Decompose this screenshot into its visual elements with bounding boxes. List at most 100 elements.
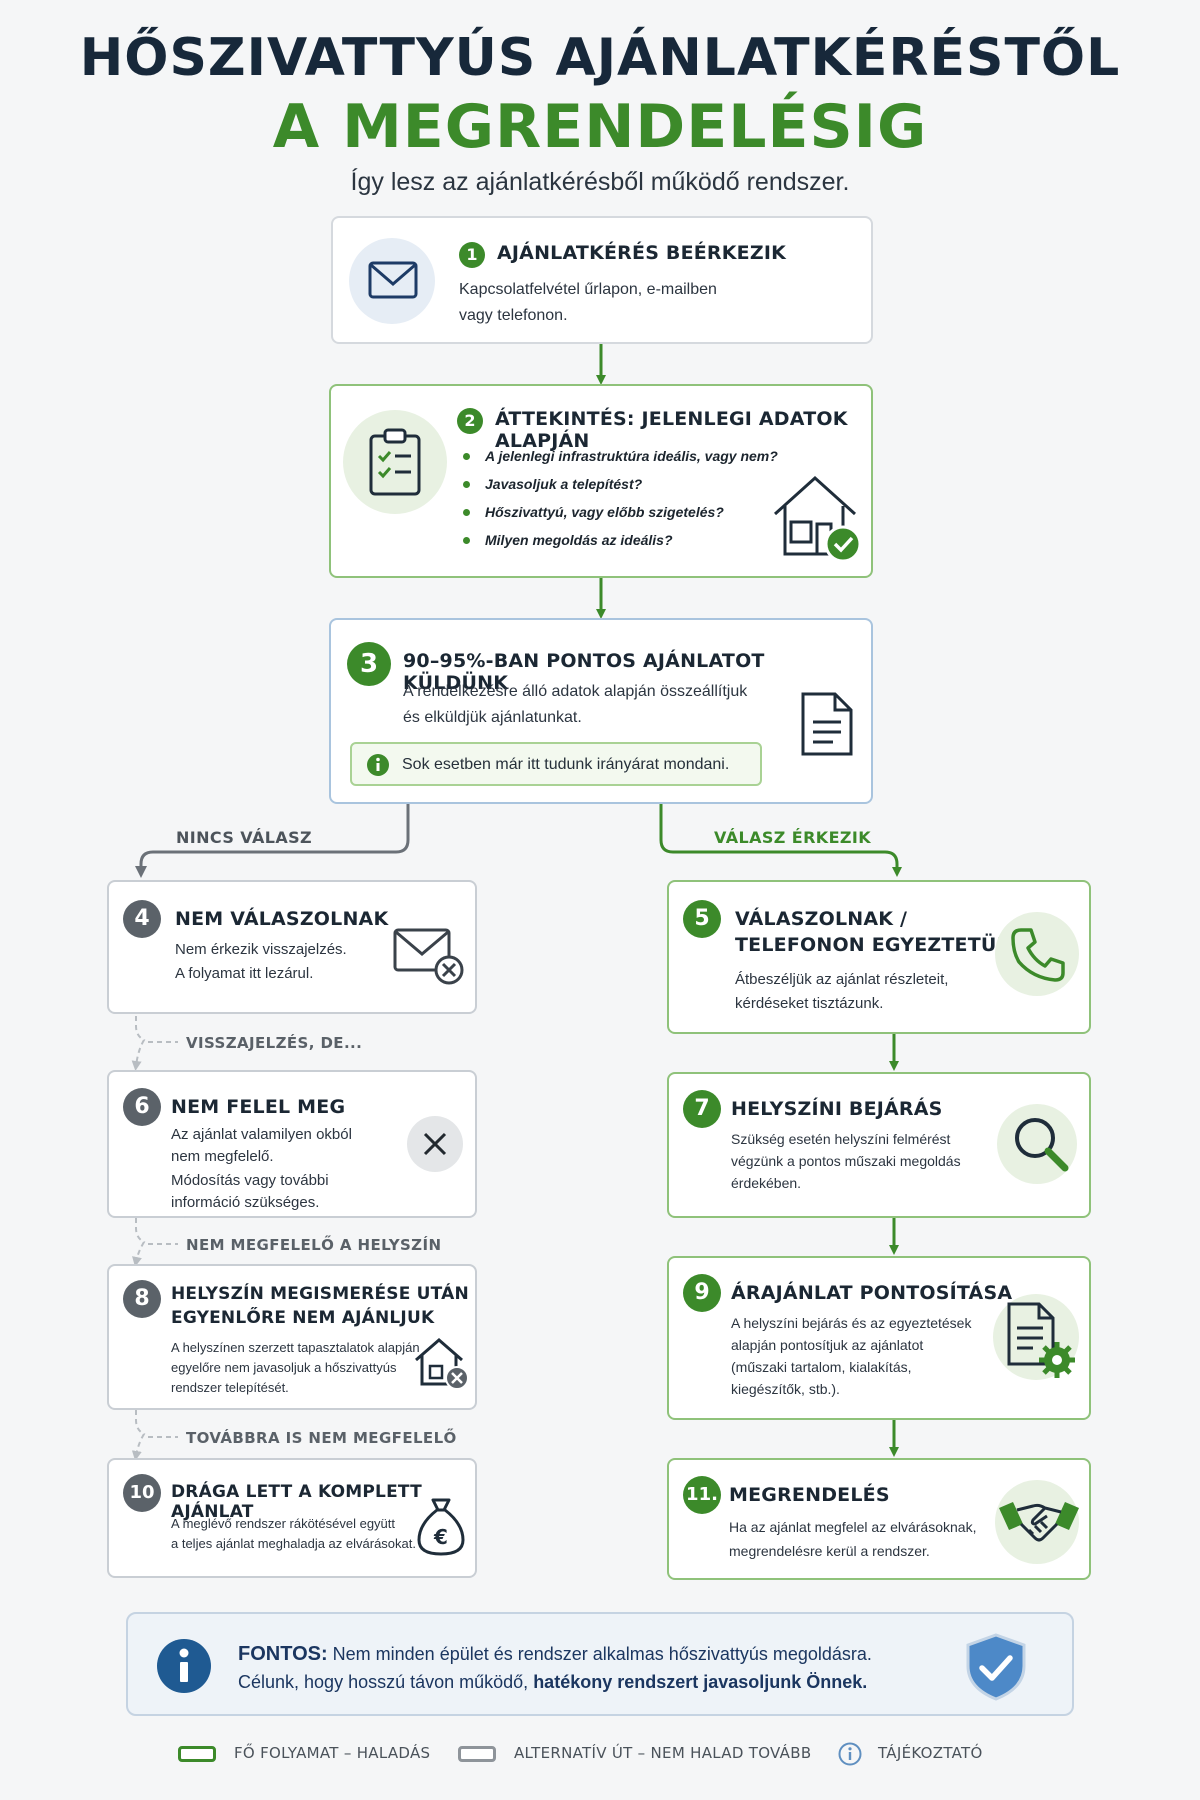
step-1-title: AJÁNLATKÉRÉS BEÉRKEZIK (497, 242, 787, 264)
document-gear-icon (1007, 1302, 1075, 1378)
step-9-number: 9 (683, 1274, 721, 1312)
step-5-text-line-1: Átbeszéljük az ajánlat részleteit, (735, 971, 949, 988)
step-1-icon-bg (349, 238, 435, 324)
shield-check-icon (966, 1633, 1026, 1701)
connector-6-8 (132, 1218, 146, 1267)
step-9-text-line-4: kiegészítők, stb.). (731, 1381, 840, 1397)
step-2-icon-bg (343, 410, 447, 514)
legend-alt-swatch (458, 1746, 496, 1762)
step-3-number: 3 (347, 642, 391, 686)
step-10-number: 10 (123, 1474, 161, 1512)
step-8-title-line-1: HELYSZÍN MEGISMERÉSE UTÁN (171, 1284, 469, 1304)
step-5-title-line-1: VÁLASZOLNAK / (735, 908, 908, 930)
envelope-icon (368, 261, 418, 299)
step-5-text-line-2: kérdéseket tisztázunk. (735, 995, 884, 1012)
page-title-line-1: HŐSZIVATTYÚS AJÁNLATKÉRÉSTŐL (79, 28, 1121, 88)
info-icon (367, 754, 389, 776)
step-7-text-line-1: Szükség esetén helyszíni felmérést (731, 1131, 951, 1147)
step-8-number: 8 (123, 1280, 161, 1318)
step-1-text-line-2: vagy telefonon. (459, 307, 568, 324)
step-6-text-line-3: Módosítás vagy további (171, 1172, 329, 1189)
important-label: FONTOS: (238, 1643, 328, 1665)
step-10-text-line-2: a teljes ajánlat meghaladja az elvárások… (171, 1536, 416, 1551)
step-2-question: Milyen megoldás az ideális? (459, 526, 778, 554)
step-6-text-line-1: Az ajánlat valamilyen okból (171, 1126, 352, 1143)
step-9-text-line-3: (műszaki tartalom, kialakítás, (731, 1359, 912, 1375)
branch-label-feedback-but: VISSZAJELZÉS, DE... (186, 1034, 363, 1052)
info-circle-icon (157, 1639, 211, 1693)
step-6-text-line-2: nem megfelelő. (171, 1148, 274, 1165)
legend-alt-label: ALTERNATÍV ÚT – NEM HALAD TOVÁBB (514, 1744, 812, 1762)
step-1-card: 1 AJÁNLATKÉRÉS BEÉRKEZIK Kapcsolatfelvét… (331, 216, 873, 344)
step-6-text-line-4: információ szükséges. (171, 1194, 320, 1211)
legend-info-label: TÁJÉKOZTATÓ (878, 1744, 983, 1762)
step-7-text-line-2: végzünk a pontos műszaki megoldás (731, 1153, 961, 1169)
step-8-card: 8 HELYSZÍN MEGISMERÉSE UTÁN EGYENLŐRE NE… (107, 1264, 477, 1410)
step-10-text-line-1: A meglévő rendszer rákötésével együtt (171, 1516, 396, 1531)
money-bag-icon: € (417, 1498, 465, 1556)
important-line-1: Nem minden épület és rendszer alkalmas h… (332, 1644, 872, 1664)
step-3-tip-box: Sok esetben már itt tudunk irányárat mon… (350, 742, 762, 786)
branch-label-reply: VÁLASZ ÉRKEZIK (714, 828, 872, 847)
step-10-title: DRÁGA LETT A KOMPLETT AJÁNLAT (171, 1482, 422, 1522)
step-6-card: 6 NEM FELEL MEG Az ajánlat valamilyen ok… (107, 1070, 477, 1218)
step-2-card: 2 ÁTTEKINTÉS: JELENLEGI ADATOK ALAPJÁN A… (329, 384, 873, 578)
step-4-title: NEM VÁLASZOLNAK (175, 908, 389, 930)
clipboard-checklist-icon (369, 428, 421, 496)
house-check-icon (773, 475, 862, 563)
document-icon (801, 692, 853, 756)
step-4-text-line-1: Nem érkezik visszajelzés. (175, 941, 347, 958)
step-3-tip-text: Sok esetben már itt tudunk irányárat mon… (402, 756, 730, 773)
connector-8-10 (131, 1410, 146, 1461)
step-6-title: NEM FELEL MEG (171, 1096, 346, 1118)
step-3-text-line-2: és elküldjük ajánlatunkat. (403, 709, 582, 726)
step-8-text-line-2: egyelőre nem javasoljuk a hőszivattyús (171, 1360, 397, 1375)
important-line-2a: Célunk, hogy hosszú távon működő, (238, 1672, 529, 1692)
house-x-icon (415, 1338, 469, 1390)
step-3-text-line-1: A rendelkezésre álló adatok alapján össz… (403, 683, 748, 700)
important-line-2b: hatékony rendszert javasoljunk Önnek. (533, 1672, 868, 1692)
step-5-title-line-2: TELEFONON EGYEZTETÜNK (735, 934, 1028, 956)
connector-3-5 (659, 804, 902, 877)
legend-main-label: FŐ FOLYAMAT – HALADÁS (234, 1744, 431, 1762)
step-9-text-line-2: alapján pontosítjuk az ajánlatot (731, 1337, 924, 1353)
page-subtitle: Így lesz az ajánlatkérésből működő rends… (350, 168, 850, 196)
envelope-closed-x-icon (393, 928, 464, 985)
step-7-title: HELYSZÍNI BEJÁRÁS (731, 1098, 943, 1120)
phone-icon (1011, 928, 1065, 982)
step-2-question: Javasoljuk a telepítést? (459, 470, 778, 498)
step-2-question-list: A jelenlegi infrastruktúra ideális, vagy… (459, 442, 778, 554)
step-7-card: 7 HELYSZÍNI BEJÁRÁS Szükség esetén helys… (667, 1072, 1091, 1218)
step-1-text-line-1: Kapcsolatfelvétel űrlapon, e-mailben (459, 281, 717, 298)
connector-4-6 (131, 1016, 146, 1071)
legend-info-icon (838, 1742, 862, 1766)
step-4-text-line-2: A folyamat itt lezárul. (175, 965, 314, 982)
handshake-icon (999, 1502, 1079, 1542)
step-5-number: 5 (683, 900, 721, 938)
step-11-card: 11. MEGRENDELÉS Ha az ajánlat megfelel a… (667, 1458, 1091, 1580)
step-10-card: 10 DRÁGA LETT A KOMPLETT AJÁNLAT A meglé… (107, 1458, 477, 1578)
step-9-title: ÁRAJÁNLAT PONTOSÍTÁSA (731, 1282, 1013, 1304)
step-9-card: 9 ÁRAJÁNLAT PONTOSÍTÁSA A helyszíni bejá… (667, 1256, 1091, 1420)
important-notice: FONTOS: Nem minden épület és rendszer al… (126, 1612, 1074, 1716)
branch-label-still-unsuitable: TOVÁBBRA IS NEM MEGFELELŐ (186, 1429, 457, 1447)
step-9-text-line-1: A helyszíni bejárás és az egyeztetések (731, 1315, 972, 1331)
step-3-title: 90–95%-BAN PONTOS AJÁNLATOT KÜLDÜNK (403, 650, 765, 694)
step-4-number: 4 (123, 900, 161, 938)
step-5-icon-bg (995, 912, 1079, 996)
step-11-text-line-1: Ha az ajánlat megfelel az elvárásoknak, (729, 1519, 977, 1535)
legend-main-swatch (178, 1746, 216, 1762)
step-8-text-line-3: rendszer telepítését. (171, 1380, 289, 1395)
step-2-question: A jelenlegi infrastruktúra ideális, vagy… (459, 442, 778, 470)
svg-text:€: € (433, 1525, 448, 1549)
step-4-card: 4 NEM VÁLASZOLNAK Nem érkezik visszajelz… (107, 880, 477, 1014)
step-2-number: 2 (457, 408, 483, 434)
step-6-number: 6 (123, 1088, 161, 1126)
step-8-text-line-1: A helyszínen szerzett tapasztalatok alap… (171, 1340, 420, 1355)
step-8-title-line-2: EGYENLŐRE NEM AJÁNLJUK (171, 1308, 435, 1328)
step-7-number: 7 (683, 1090, 721, 1128)
magnifier-icon (1015, 1118, 1069, 1172)
step-11-number: 11. (683, 1476, 721, 1514)
branch-label-no-reply: NINCS VÁLASZ (176, 828, 313, 847)
step-2-question: Hőszivattyú, vagy előbb szigetelés? (459, 498, 778, 526)
